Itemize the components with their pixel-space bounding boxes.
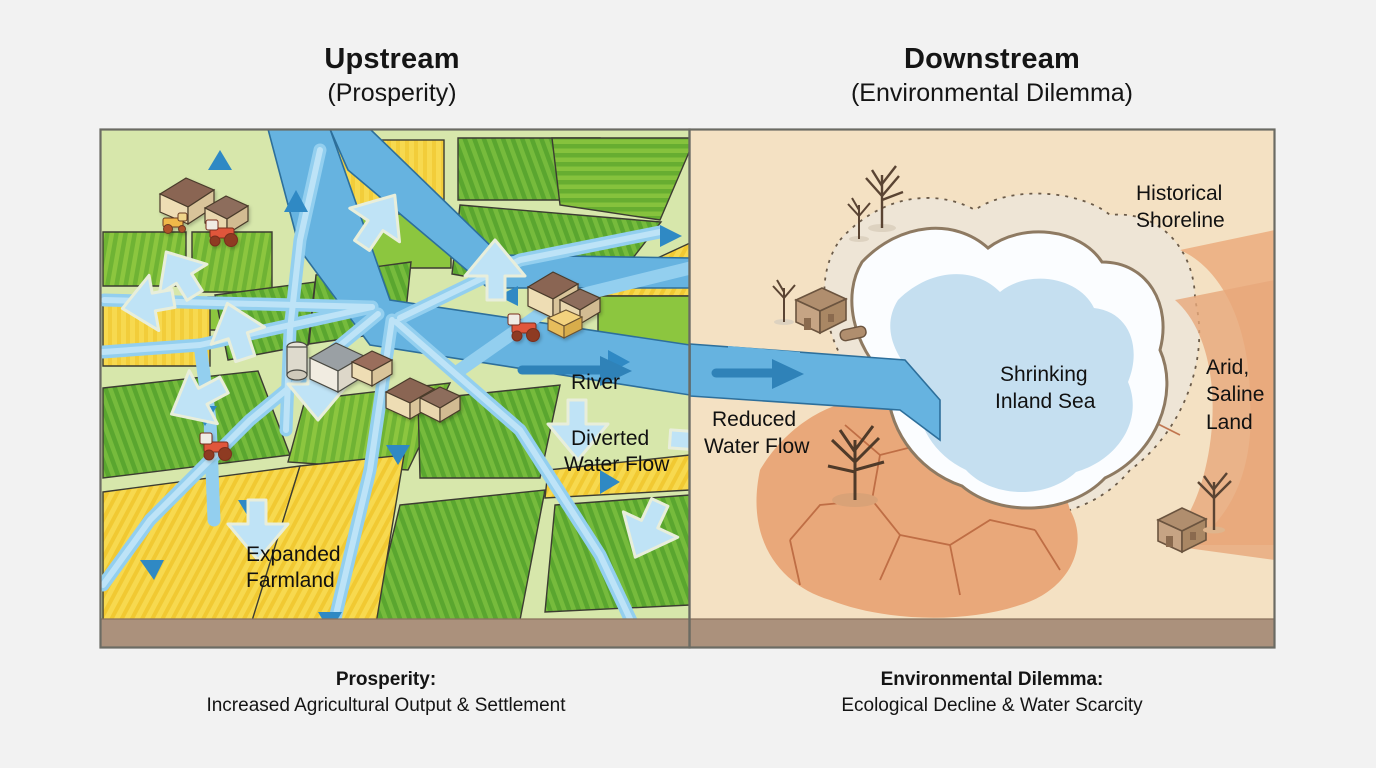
farm-cluster-river-south (507, 271, 602, 342)
diversion-arrow-icon (348, 193, 402, 252)
field-green (551, 137, 690, 221)
ruined-house-icon (1156, 507, 1208, 554)
label-sea-line2: Inland Sea (995, 390, 1096, 413)
diversion-arrow-icon (546, 398, 610, 462)
soil-band-upstream (100, 618, 690, 648)
upstream-subtitle: (Prosperity) (327, 79, 457, 107)
arrow-right-icon (772, 359, 804, 389)
arrow-down-icon (386, 445, 410, 465)
diversion-arrow-icon (667, 408, 690, 472)
label-river: River (571, 371, 620, 394)
field-green (597, 295, 690, 346)
tractor-icon (205, 219, 238, 247)
house-icon (526, 271, 580, 320)
arrow-up-icon (284, 190, 308, 212)
downstream-subtitle: (Environmental Dilemma) (850, 79, 1134, 107)
dead-tree-icon (1197, 472, 1232, 534)
label-historical-line1: Historical (1136, 182, 1222, 205)
arrow-up-icon (208, 150, 232, 170)
upstream-panel (100, 129, 690, 648)
diversion-arrow-icon (226, 498, 290, 562)
upstream-header: Upstream (Prosperity) (192, 42, 592, 110)
arrow-down-icon (140, 560, 164, 580)
downstream-title: Downstream (903, 43, 1081, 75)
downstream-footer: Environmental Dilemma: Ecological Declin… (790, 667, 1194, 719)
label-reduced-line2: Water Flow (704, 435, 810, 458)
sea-inner-water (890, 274, 1134, 493)
farm-cluster-silo (286, 341, 394, 394)
storage-crate-icon (546, 309, 584, 339)
label-diverted-line1: Diverted (571, 427, 649, 450)
river-crossing (517, 346, 804, 392)
ruined-house-icon (794, 287, 848, 335)
upstream-footer-title: Prosperity: (335, 669, 437, 690)
label-historical-line2: Shoreline (1136, 209, 1225, 232)
label-expanded-line1: Expanded (246, 543, 341, 566)
dead-tree-icon (865, 165, 904, 232)
dead-tree-icon (827, 425, 885, 507)
silo-icon (286, 341, 308, 381)
barn-icon (418, 386, 462, 424)
diversion-arrow-icon (463, 238, 527, 302)
label-arid-line1: Arid, (1206, 356, 1249, 379)
arrow-right-icon (600, 470, 620, 494)
arid-saline-land-inner (1165, 280, 1275, 560)
river-body (267, 129, 690, 396)
fallen-log-icon (839, 325, 867, 342)
label-reduced-line1: Reduced (712, 408, 796, 431)
dead-tree-icon (772, 279, 796, 325)
farm-cluster-mid (384, 377, 462, 424)
diversion-arrows (120, 193, 690, 562)
soil-band-downstream (690, 618, 1275, 648)
downstream-footer-text: Ecological Decline & Water Scarcity (841, 695, 1143, 716)
downstream-footer-title: Environmental Dilemma: (880, 669, 1104, 690)
diversion-arrow-icon (170, 369, 230, 426)
label-expanded-line2: Farmland (246, 569, 335, 592)
diversion-arrow-icon (209, 301, 266, 364)
dead-tree-icon (847, 197, 871, 242)
downstream-panel-border (688, 128, 1276, 649)
label-sea-line1: Shrinking (1000, 363, 1088, 386)
farm-cluster-top-left (158, 177, 250, 247)
tractor-icon (507, 313, 540, 342)
label-arid-line2: Saline (1206, 383, 1264, 406)
label-arid-line3: Land (1206, 411, 1253, 434)
upstream-footer: Prosperity: Increased Agricultural Outpu… (186, 667, 586, 719)
tractor-icon (199, 432, 232, 461)
upstream-footer-text: Increased Agricultural Output & Settleme… (206, 695, 566, 716)
upstream-title: Upstream (324, 43, 460, 75)
arrow-right-icon (660, 225, 682, 247)
diversion-arrow-icon (621, 497, 680, 559)
diversion-arrow-icon (120, 273, 177, 333)
downstream-header: Downstream (Environmental Dilemma) (792, 42, 1192, 110)
tractor-icon (162, 212, 188, 234)
arrow-right-icon (600, 356, 632, 386)
arrow-right-icon (498, 286, 518, 306)
field-yellow (544, 454, 690, 499)
diversion-arrow-icon (157, 250, 209, 302)
label-diverted-line2: Water Flow (564, 453, 670, 476)
house-icon (350, 350, 394, 388)
